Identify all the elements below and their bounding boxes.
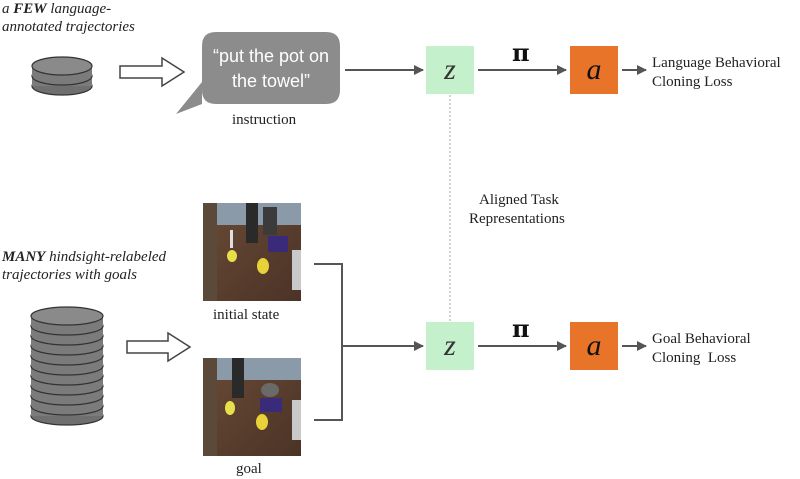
many-dataset-stack-icon [30, 306, 104, 426]
goal-z-node: z [426, 322, 474, 370]
language-policy-symbol: π [512, 38, 530, 67]
aligned-representations-label: Aligned Task Representations [469, 191, 565, 229]
goal-loss-label: Goal Behavioral Cloning Loss [652, 330, 751, 368]
few-note-rest-1: language- [46, 1, 112, 17]
aligned-line-2: Representations [469, 211, 565, 227]
few-note-prefix: a [2, 1, 14, 17]
few-hollow-arrow-icon [119, 56, 186, 88]
few-note-strong: FEW [13, 1, 47, 17]
initial-state-caption: initial state [213, 307, 280, 323]
goal-policy-symbol: π [512, 314, 530, 343]
language-loss-line-1: Language Behavioral [652, 55, 781, 71]
initial-state-image [203, 203, 301, 301]
image-merge-bracket [314, 263, 343, 421]
instruction-speech-bubble [176, 32, 340, 114]
many-trajectories-note: MANY hindsight-relabeled trajectories wi… [2, 248, 166, 284]
bubble-line-1: “put the pot on [212, 46, 330, 66]
many-note-rest-2: trajectories with goals [2, 267, 137, 283]
goal-loss-line-2: Cloning Loss [652, 350, 737, 366]
aligned-line-1: Aligned Task [479, 192, 559, 208]
goal-action-node: a [570, 322, 618, 370]
language-action-node: a [570, 46, 618, 94]
few-trajectories-note: a FEW language- annotated trajectories [2, 0, 135, 36]
language-loss-line-2: Cloning Loss [652, 74, 733, 90]
many-note-strong: MANY [2, 249, 46, 265]
instruction-bubble-text: “put the pot on the towel” [204, 44, 338, 94]
few-dataset-stack-icon [31, 56, 93, 96]
instruction-caption: instruction [232, 112, 297, 128]
many-note-rest-1: hindsight-relabeled [45, 249, 167, 265]
goal-loss-line-1: Goal Behavioral [652, 331, 751, 347]
bubble-line-2: the towel” [231, 71, 311, 91]
few-note-rest-2: annotated trajectories [2, 19, 135, 35]
goal-caption: goal [236, 461, 262, 477]
language-loss-label: Language Behavioral Cloning Loss [652, 54, 781, 92]
goal-image [203, 358, 301, 456]
language-z-node: z [426, 46, 474, 94]
many-hollow-arrow-icon [126, 331, 192, 363]
